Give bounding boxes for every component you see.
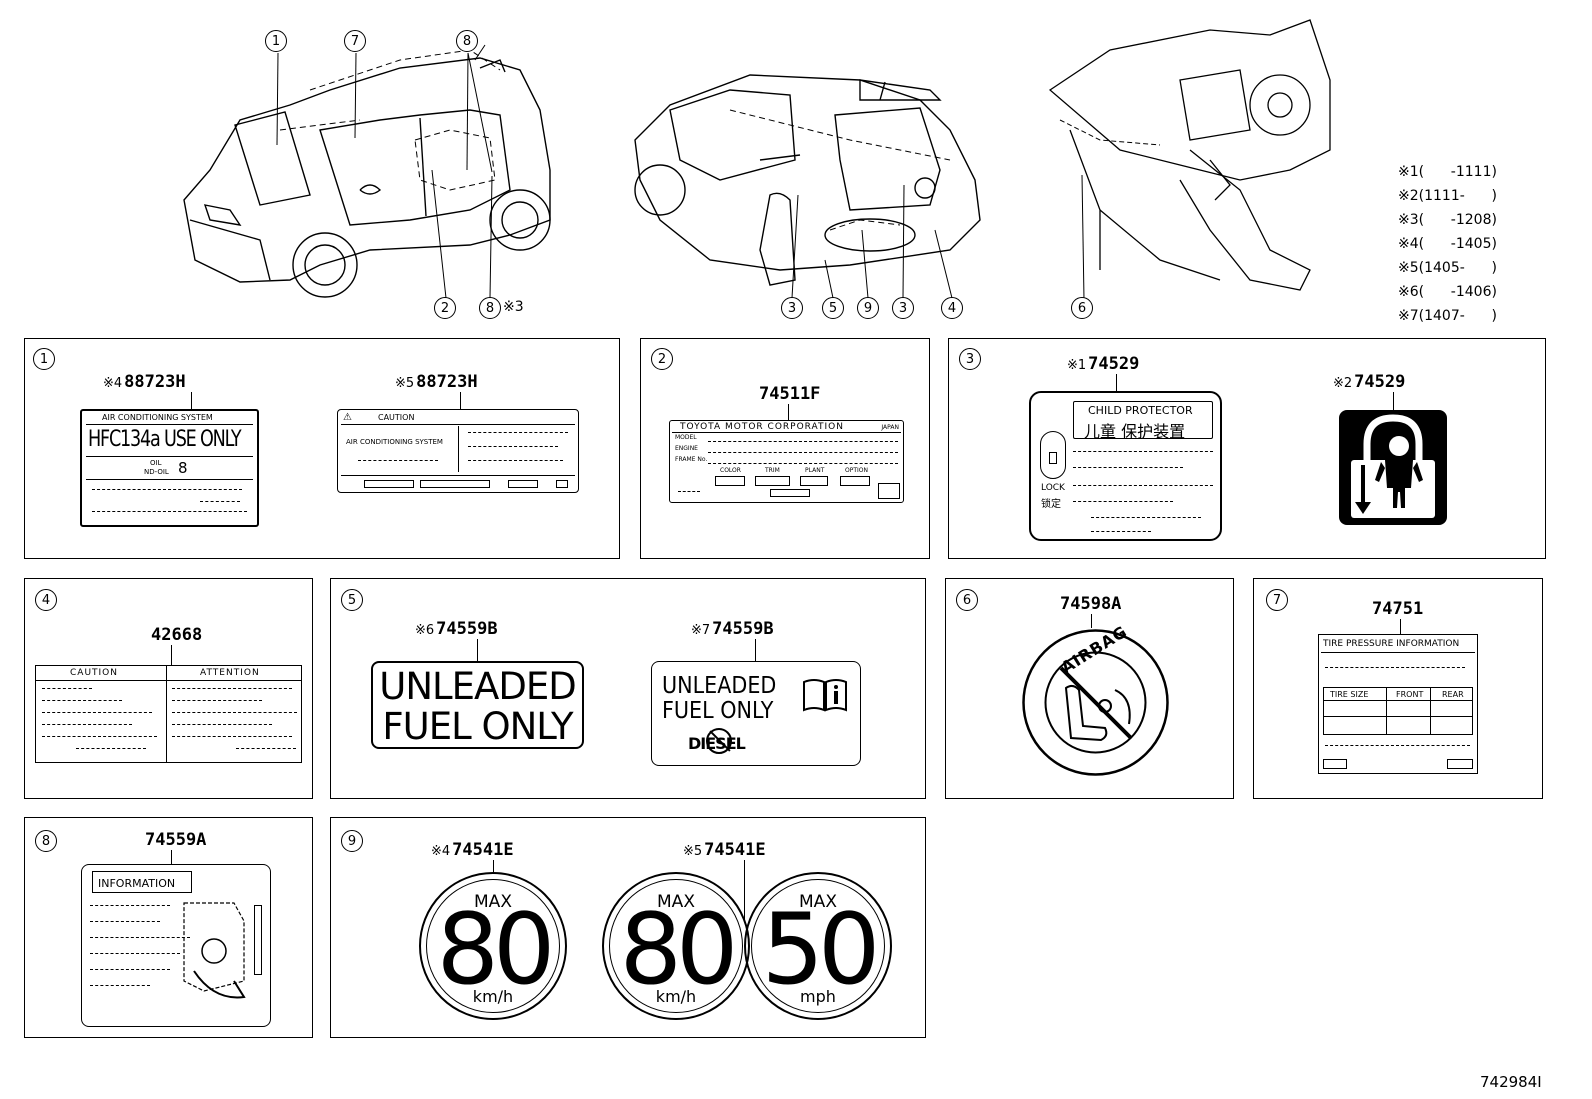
unleaded-line1: UNLEADED: [379, 665, 576, 708]
oil2-text: ND-OIL: [144, 468, 169, 476]
info-title: INFORMATION: [98, 877, 176, 890]
child-lock-icon: [1339, 410, 1447, 525]
footnote: ※5(1405- ): [1398, 260, 1497, 276]
footnote: ※4( -1405): [1398, 236, 1497, 252]
footnote: ※7(1407- ): [1398, 308, 1497, 324]
panel-number: 5: [341, 589, 363, 611]
panel-number: 7: [1266, 589, 1288, 611]
unleaded-line2: FUEL ONLY: [662, 698, 774, 724]
part-number: 74511F: [759, 384, 821, 404]
callout-1: 1: [265, 30, 287, 52]
callout-4: 4: [941, 297, 963, 319]
interior-illustration: [1048, 19, 1331, 301]
panel-number: 9: [341, 830, 363, 852]
unleaded-line1: UNLEADED: [662, 673, 777, 699]
panel-number: 2: [651, 348, 673, 370]
child-protector-title: CHILD PROTECTOR: [1088, 404, 1193, 417]
attention-col: ATTENTION: [200, 668, 260, 678]
unleaded-label-a: UNLEADED FUEL ONLY: [371, 661, 584, 749]
no-diesel-icon: [706, 728, 732, 754]
panel-number: 1: [33, 348, 55, 370]
caution-text: CAUTION: [378, 413, 415, 422]
rear-car-illustration: [634, 74, 981, 299]
panel-7: 7 74751 TIRE PRESSURE INFORMATION TIRE S…: [1253, 578, 1543, 799]
callout-5: 5: [822, 297, 844, 319]
tire-pressure-label: TIRE PRESSURE INFORMATION TIRE SIZE FRON…: [1318, 634, 1478, 774]
footnote-list: ※1( -1111) ※2(1111- ) ※3( -1208) ※4( -14…: [1398, 160, 1497, 328]
plate-title: TOYOTA MOTOR CORPORATION: [680, 422, 844, 432]
panel-8: 8 74559A INFORMATION: [24, 817, 313, 1038]
system-text: AIR CONDITIONING SYSTEM: [346, 438, 443, 446]
panel-6: 6 74598A AIRBAG: [945, 578, 1234, 799]
panel-number: 3: [959, 348, 981, 370]
panel-2: 2 74511F TOYOTA MOTOR CORPORATION JAPAN …: [640, 338, 930, 559]
callout-8: 8: [456, 30, 478, 52]
part-number: 42668: [151, 625, 203, 645]
footnote: ※1( -1111): [1398, 164, 1497, 180]
child-protector-label: CHILD PROTECTOR 儿童 保护装置 LOCK 锁定: [1029, 391, 1222, 541]
panel-4: 4 42668 CAUTION ATTENTION: [24, 578, 313, 799]
airbag-label: AIRBAG: [1021, 622, 1170, 777]
callout-8b: 8: [479, 297, 501, 319]
callout-note: ※3: [503, 299, 524, 315]
callout-6: 6: [1071, 297, 1093, 319]
caution-attention-label: CAUTION ATTENTION: [35, 665, 302, 763]
callout-9: 9: [857, 297, 879, 319]
part-number: 74598A: [1060, 594, 1122, 614]
hfc-text: HFC134a USE ONLY: [88, 427, 242, 452]
plate-japan: JAPAN: [881, 424, 899, 431]
unleaded-line2: FUEL ONLY: [382, 705, 573, 748]
lock-text: LOCK: [1041, 483, 1065, 493]
callout-3: 3: [781, 297, 803, 319]
footnote: ※3( -1208): [1398, 212, 1497, 228]
callout-2: 2: [434, 297, 456, 319]
part-number: 74751: [1372, 599, 1424, 619]
info-book-icon: [802, 676, 848, 716]
speed-sign-80-kmh-b: MAX 80 km/h: [602, 872, 750, 1020]
speed-sign-50-mph: MAX 50 mph: [744, 872, 892, 1020]
panel-number: 6: [956, 589, 978, 611]
part-number: 74559A: [145, 830, 207, 850]
oil-text: OIL: [150, 459, 162, 467]
tire-title: TIRE PRESSURE INFORMATION: [1323, 639, 1460, 649]
speed-sign-80-kmh: MAX 80 km/h: [419, 872, 567, 1020]
information-label: INFORMATION: [81, 864, 271, 1027]
footnote: ※6( -1406): [1398, 284, 1497, 300]
footnote: ※2(1111- ): [1398, 188, 1497, 204]
front-car-illustration: [183, 44, 551, 299]
ac-label-b: ⚠ CAUTION AIR CONDITIONING SYSTEM: [337, 409, 579, 493]
diagram-id: 742984I: [1480, 1073, 1542, 1091]
panel-number: 8: [35, 830, 57, 852]
panel-number: 4: [35, 589, 57, 611]
label-title: AIR CONDITIONING SYSTEM: [102, 413, 213, 422]
ac-label-a: AIR CONDITIONING SYSTEM HFC134a USE ONLY…: [80, 409, 259, 527]
callout-7: 7: [344, 30, 366, 52]
child-protector-title-cn: 儿童 保护装置: [1084, 422, 1186, 441]
lock-cn-text: 锁定: [1041, 499, 1061, 510]
unleaded-label-b: UNLEADED FUEL ONLY DIESEL: [651, 661, 861, 766]
callout-3b: 3: [892, 297, 914, 319]
vin-plate: TOYOTA MOTOR CORPORATION JAPAN MODEL ENG…: [669, 420, 904, 503]
caution-col: CAUTION: [70, 668, 118, 678]
